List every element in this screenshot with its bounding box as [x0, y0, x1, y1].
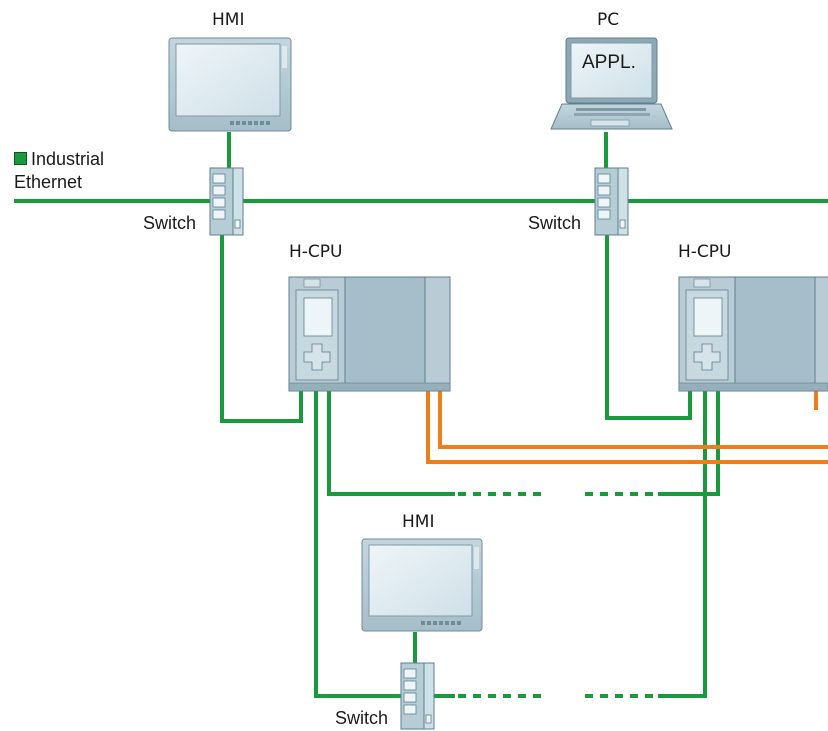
legend-line1: Industrial	[31, 149, 105, 169]
hmi-top-panel-icon	[168, 37, 292, 132]
hcpu-right-label: H-CPU	[678, 242, 732, 262]
hcpu-left-label: H-CPU	[289, 242, 343, 262]
legend: Industrial Ethernet	[14, 148, 104, 194]
pc-laptop-icon	[550, 37, 673, 130]
switch-left-icon	[209, 167, 244, 236]
legend-swatch	[14, 152, 27, 165]
sync-line-2	[438, 391, 828, 449]
hmi-bottom-panel-icon	[361, 538, 483, 632]
pc-label: PC	[597, 10, 620, 30]
link-hcpu-right-dotted	[658, 391, 720, 496]
link-hcpu-left-dotted	[327, 391, 455, 496]
link-hcpu-right-bottom	[658, 391, 707, 698]
appl-label: APPL.	[582, 52, 636, 73]
link-switch-hcpu-left	[220, 235, 303, 423]
switch-right-icon	[594, 167, 629, 236]
switch-left-label: Switch	[143, 213, 197, 233]
link-switch-hcpu-right	[605, 235, 692, 420]
legend-line2: Ethernet	[14, 172, 83, 192]
hcpu-left-icon	[288, 276, 451, 392]
link-hcpu-left-bottom-switch	[314, 391, 404, 698]
switch-bottom-label: Switch	[335, 708, 389, 728]
hcpu-right-icon	[678, 276, 828, 392]
hmi-bottom-label: HMI	[402, 512, 435, 532]
switch-bottom-icon	[400, 662, 435, 730]
hmi-top-label: HMI	[212, 10, 245, 30]
switch-right-label: Switch	[528, 213, 582, 233]
sync-line-1	[426, 391, 828, 464]
